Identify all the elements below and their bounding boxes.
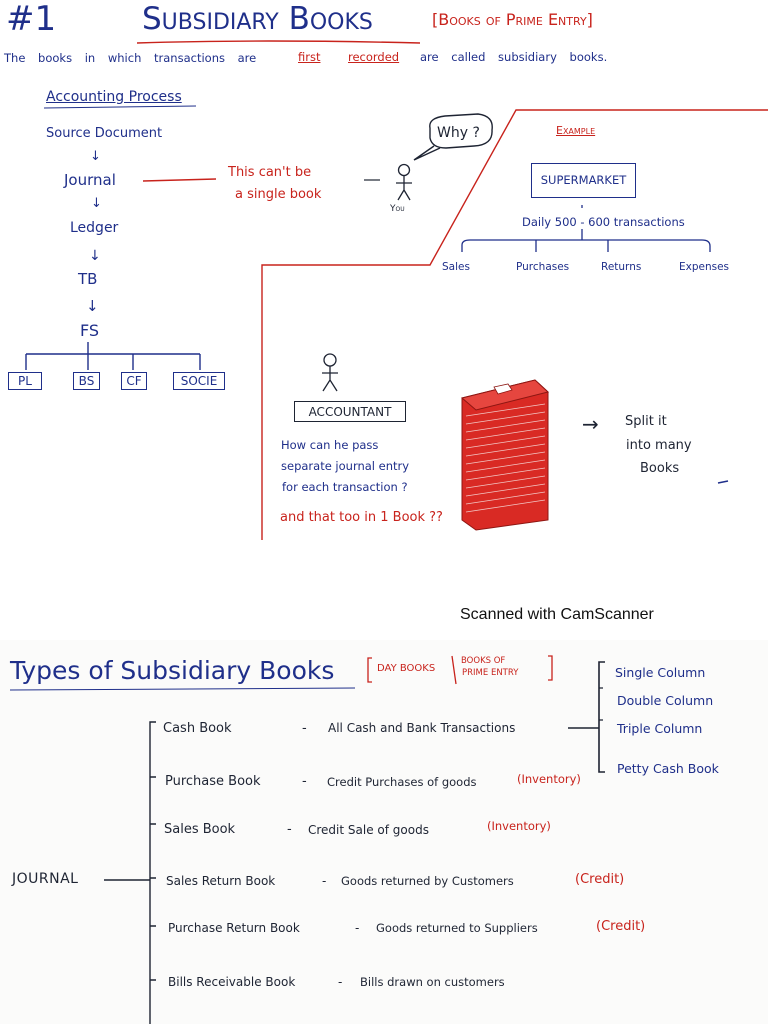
split-arrow: → [582,412,599,436]
row-sales-book: Sales Book [164,822,236,837]
bracket-prime-entry-1: BOOKS OF [461,656,506,666]
row-cash-book: Cash Book [163,721,232,736]
row-bills-receivable-dash: - [338,975,343,989]
process-step-journal: Journal [64,171,116,189]
row-purchase-return-book: Purchase Return Book [168,921,300,935]
branch-returns: Returns [601,261,642,273]
row-purchase-desc: Credit Purchases of goods [327,775,477,789]
definition-recorded: recorded [348,50,400,64]
bracket-prime-entry-2: PRIME ENTRY [462,668,519,678]
cash-type-single: Single Column [615,665,706,680]
row-bills-receivable-desc: Bills drawn on customers [360,975,505,989]
example-label: Example [556,124,596,137]
branch-expenses: Expenses [679,261,730,273]
why-bubble-text: Why ? [437,125,480,141]
journal-label: JOURNAL [12,871,79,887]
types-title: Types of Subsidiary Books [10,656,335,685]
statement-socie: SOCIE [173,372,225,390]
row-cash-dash: - [302,721,307,736]
statement-pl: PL [8,372,42,390]
branch-sales: Sales [442,261,470,273]
row-purchase-return-dash: - [355,921,360,935]
definition-after: are called subsidiary books. [420,50,608,64]
process-heading-underline [43,105,197,109]
branch-purchases: Purchases [516,261,570,273]
daily-transactions: Daily 500 - 600 transactions [522,215,685,229]
statement-bs: BS [73,372,100,390]
process-arrow-1: ↓ [90,149,101,164]
book-stack-icon [460,379,550,531]
supermarket-branches [461,205,711,252]
camscanner-watermark: Scanned with CamScanner [460,606,654,623]
page1-drawings [25,40,768,540]
definition-first: first [298,50,321,64]
title-bracket-note: [Books of Prime Entry] [432,10,593,29]
process-step-ledger: Ledger [70,220,119,236]
question-line-3: for each transaction ? [282,480,408,494]
notes-page-2: Types of Subsidiary Books DAY BOOKS BOOK… [0,640,768,1024]
process-step-tb: TB [78,270,98,288]
question-line-1: How can he pass [281,438,379,452]
why-bubble [413,113,493,161]
journal-bracket [149,721,156,1024]
note-line-2: a single book [235,187,322,202]
cash-type-petty: Petty Cash Book [617,761,719,776]
accountant-stick-figure [322,353,338,392]
row-cash-desc: All Cash and Bank Transactions [328,721,516,735]
cash-book-types-bracket [568,661,605,773]
row-sales-return-book: Sales Return Book [166,874,276,888]
row-purchase-return-note: (Credit) [596,919,646,934]
split-line-1: Split it [625,414,667,429]
row-purchase-book: Purchase Book [165,774,261,789]
page2-drawings [9,655,605,1024]
process-arrow-2: ↓ [91,196,102,211]
row-sales-desc: Credit Sale of goods [308,823,429,837]
definition-before: The books in which transactions are [4,51,257,65]
row-sales-dash: - [287,822,292,837]
bracket-day-books: DAY BOOKS [377,663,436,674]
split-line-3: Books [640,461,680,476]
process-heading: Accounting Process [46,89,182,105]
statement-cf: CF [121,372,147,390]
cash-type-double: Double Column [617,693,714,708]
question-line-2: separate journal entry [281,459,410,473]
row-purchase-dash: - [302,774,307,789]
process-arrow-4: ↓ [86,297,99,315]
journal-note-connector [142,178,217,182]
you-label: You [390,204,405,214]
row-purchase-note: (Inventory) [517,772,581,786]
page-number: #1 [6,0,57,39]
process-arrow-3: ↓ [89,248,101,264]
bracket-box [367,655,553,685]
row-sales-note: (Inventory) [487,819,551,833]
page-title: Subsidiary Books [142,1,373,37]
split-line-2: into many [626,438,692,453]
process-step-fs: FS [80,321,100,340]
row-sales-return-desc: Goods returned by Customers [341,874,514,888]
row-purchase-return-desc: Goods returned to Suppliers [376,921,538,935]
example-frame [261,109,768,540]
supermarket-box: SUPERMARKET [531,163,636,198]
row-sales-return-dash: - [322,874,327,888]
accountant-box: ACCOUNTANT [294,401,406,422]
row-bills-receivable-book: Bills Receivable Book [168,975,296,989]
note-line-1: This can't be [228,165,312,180]
you-stick-figure [396,163,412,201]
process-step-source-document: Source Document [46,126,163,141]
fs-tree [25,342,201,370]
emphasis-line: and that too in 1 Book ?? [280,510,443,525]
row-sales-return-note: (Credit) [575,872,625,887]
cash-type-triple: Triple Column [617,721,703,736]
